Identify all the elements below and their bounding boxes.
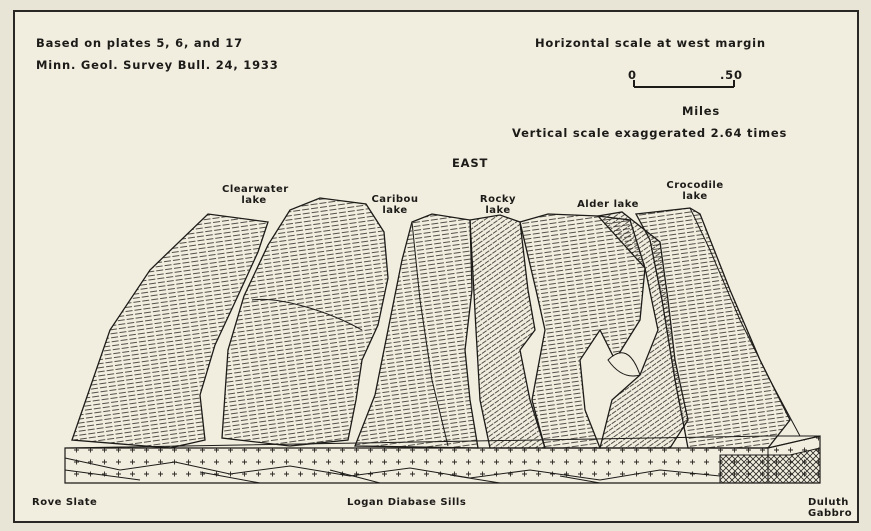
formation-rove-slate: Rove Slate <box>32 498 97 509</box>
lake-label-crocodile: Crocodile lake <box>664 181 726 202</box>
duluth-line-1: Duluth <box>808 498 852 509</box>
source-line-2: Minn. Geol. Survey Bull. 24, 1933 <box>36 60 279 72</box>
lake-clearwater-line-1: Clearwater <box>222 185 286 196</box>
lake-caribou-line-1: Caribou <box>370 195 420 206</box>
lake-crocodile-line-2: lake <box>664 192 726 203</box>
lake-rocky-line-1: Rocky <box>478 195 518 206</box>
lake-clearwater-line-2: lake <box>222 196 286 207</box>
formation-logan-diabase: Logan Diabase Sills <box>347 498 466 509</box>
scale-unit: Miles <box>682 106 720 118</box>
lake-label-rocky: Rocky lake <box>478 195 518 216</box>
lake-label-alder: Alder lake <box>566 200 650 211</box>
scale-title: Horizontal scale at west margin <box>535 38 766 50</box>
scale-tick-end: .50 <box>720 70 743 82</box>
vertical-scale-note: Vertical scale exaggerated 2.64 times <box>512 128 787 140</box>
formation-duluth-gabbro: Duluth Gabbro <box>808 498 852 519</box>
lake-label-caribou: Caribou lake <box>370 195 420 216</box>
lake-caribou-line-2: lake <box>370 206 420 217</box>
lake-label-clearwater: Clearwater lake <box>222 185 286 206</box>
duluth-line-2: Gabbro <box>808 509 852 520</box>
direction-label: EAST <box>452 158 488 170</box>
lake-crocodile-line-1: Crocodile <box>664 181 726 192</box>
lake-rocky-line-2: lake <box>478 206 518 217</box>
scale-tick-start: 0 <box>628 70 637 82</box>
source-line-1: Based on plates 5, 6, and 17 <box>36 38 243 50</box>
